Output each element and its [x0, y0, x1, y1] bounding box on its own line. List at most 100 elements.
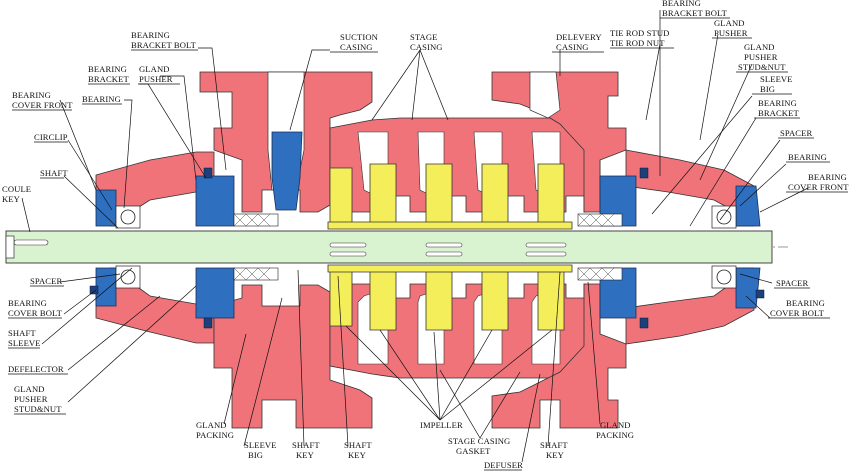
- svg-text:COVER BOLT: COVER BOLT: [770, 308, 825, 318]
- label-spacer-left: SPACER: [30, 276, 64, 287]
- svg-text:BIG: BIG: [760, 84, 775, 94]
- shaft-keyways: [13, 239, 567, 257]
- svg-text:TIE ROD NUT: TIE ROD NUT: [610, 38, 665, 48]
- label-shaft: SHAFT: [40, 168, 68, 179]
- svg-text:BEARING: BEARING: [12, 90, 51, 100]
- svg-text:TIE ROD STUD: TIE ROD STUD: [610, 28, 669, 38]
- label-bearing-bracket-bolt-left: BEARING BRACKET BOLT: [131, 30, 198, 51]
- shaft: [5, 230, 773, 264]
- svg-text:GASKET: GASKET: [456, 446, 491, 456]
- impellers: [327, 163, 573, 331]
- svg-text:SPACER: SPACER: [30, 276, 62, 286]
- svg-text:SHAFT: SHAFT: [8, 328, 36, 338]
- svg-text:BEARING: BEARING: [88, 64, 127, 74]
- gland-packings: [233, 213, 623, 281]
- label-defelector: DEFELECTOR: [8, 364, 68, 375]
- label-gland-packing-left: GLAND PACKING: [196, 420, 234, 440]
- svg-text:CIRCLIP: CIRCLIP: [34, 132, 68, 142]
- svg-text:GLAND: GLAND: [714, 18, 745, 28]
- label-bearing-left: BEARING: [82, 94, 122, 105]
- svg-text:GLAND: GLAND: [139, 64, 170, 74]
- label-stage-casing-gasket: STAGE CASING GASKET: [448, 436, 510, 456]
- label-coule-key: COULE KEY: [2, 184, 31, 204]
- svg-text:PACKING: PACKING: [596, 430, 634, 440]
- svg-text:GLAND: GLAND: [600, 420, 631, 430]
- svg-text:CASING: CASING: [410, 42, 443, 52]
- label-gland-pusher-left: GLAND PUSHER: [139, 64, 180, 85]
- svg-text:BEARING: BEARING: [788, 152, 827, 162]
- shaft-end: [5, 235, 15, 259]
- svg-text:COULE: COULE: [2, 184, 31, 194]
- label-impeller: IMPELLER: [420, 420, 463, 430]
- svg-text:COVER FRONT: COVER FRONT: [788, 182, 849, 192]
- label-bearing-cover-bolt-right: BEARING COVER BOLT: [768, 298, 830, 319]
- label-bearing-bracket-bolt-right: BEARING BRACKET BOLT: [660, 0, 730, 19]
- svg-text:KEY: KEY: [296, 450, 314, 460]
- svg-text:PUSHER: PUSHER: [14, 394, 48, 404]
- svg-text:BEARING: BEARING: [8, 298, 47, 308]
- svg-text:SUCTION: SUCTION: [340, 32, 379, 42]
- label-gland-pusher-stud-right: GLAND PUSHER STUD&NUT: [736, 42, 788, 73]
- svg-text:SLEEVE: SLEEVE: [8, 338, 41, 348]
- svg-text:PUSHER: PUSHER: [714, 28, 748, 38]
- bearing-and-gland-parts: [95, 175, 761, 319]
- label-gland-pusher-right: GLAND PUSHER: [712, 18, 752, 39]
- svg-text:PACKING: PACKING: [196, 430, 234, 440]
- label-bearing-cover-front-left: BEARING COVER FRONT: [12, 90, 73, 111]
- svg-text:IMPELLER: IMPELLER: [420, 420, 463, 430]
- svg-text:GLAND: GLAND: [14, 384, 45, 394]
- svg-text:KEY: KEY: [546, 450, 564, 460]
- svg-text:DEFELECTOR: DEFELECTOR: [8, 364, 64, 374]
- svg-text:BRACKET: BRACKET: [758, 108, 799, 118]
- svg-text:SHAFT: SHAFT: [540, 440, 568, 450]
- delivery-outlet-void: [529, 71, 561, 119]
- svg-text:SHAFT: SHAFT: [40, 168, 68, 178]
- svg-text:STAGE: STAGE: [410, 32, 438, 42]
- svg-text:SLEEVE: SLEEVE: [244, 440, 277, 450]
- label-circlip: CIRCLIP: [34, 132, 68, 143]
- svg-text:GLAND: GLAND: [196, 420, 227, 430]
- svg-text:SHAFT: SHAFT: [292, 440, 320, 450]
- label-bearing-cover-bolt-left: BEARING COVER BOLT: [8, 298, 63, 319]
- svg-text:BEARING: BEARING: [758, 98, 797, 108]
- label-shaft-key-2: SHAFT KEY: [344, 440, 372, 460]
- suction-passage-blue: [271, 131, 303, 211]
- svg-text:BRACKET BOLT: BRACKET BOLT: [131, 40, 197, 50]
- svg-text:PUSHER: PUSHER: [744, 52, 778, 62]
- label-sleeve-big-right: SLEEVE BIG: [752, 74, 793, 95]
- label-defuser: DEFUSER: [484, 460, 523, 471]
- svg-text:BEARING: BEARING: [808, 172, 847, 182]
- svg-text:BEARING: BEARING: [662, 0, 701, 8]
- svg-text:COVER BOLT: COVER BOLT: [8, 308, 63, 318]
- svg-text:CASING: CASING: [556, 42, 589, 52]
- svg-text:SHAFT: SHAFT: [344, 440, 372, 450]
- svg-text:SPACER: SPACER: [780, 128, 812, 138]
- svg-text:STUD&NUT: STUD&NUT: [14, 404, 62, 414]
- svg-text:PUSHER: PUSHER: [139, 74, 173, 84]
- svg-text:BEARING: BEARING: [131, 30, 170, 40]
- label-gland-packing-right: GLAND PACKING: [596, 420, 634, 440]
- svg-text:COVER FRONT: COVER FRONT: [12, 100, 73, 110]
- svg-text:STUD&NUT: STUD&NUT: [738, 62, 786, 72]
- svg-text:KEY: KEY: [2, 194, 20, 204]
- svg-text:GLAND: GLAND: [744, 42, 775, 52]
- label-spacer-right-top: SPACER: [778, 128, 814, 139]
- suction-casing-lower: [213, 284, 373, 429]
- label-bearing-bracket-right: BEARING BRACKET: [754, 98, 800, 119]
- svg-text:SLEEVE: SLEEVE: [760, 74, 793, 84]
- svg-text:SPACER: SPACER: [776, 278, 808, 288]
- label-shaft-key-1: SHAFT KEY: [292, 440, 320, 460]
- label-shaft-key-3: SHAFT KEY: [540, 440, 568, 460]
- svg-text:CASING: CASING: [340, 42, 373, 52]
- svg-text:STAGE CASING: STAGE CASING: [448, 436, 510, 446]
- svg-text:DELEVERY: DELEVERY: [556, 32, 602, 42]
- label-bearing-cover-front-right: BEARING COVER FRONT: [786, 172, 849, 193]
- label-stage-casing: STAGE CASING: [410, 32, 443, 52]
- label-delevery-casing: DELEVERY CASING: [552, 32, 604, 53]
- label-suction-casing: SUCTION CASING: [330, 32, 379, 53]
- pump-body: [5, 71, 773, 429]
- label-sleeve-big-left: SLEEVE BIG: [244, 440, 277, 460]
- bolts: [89, 167, 765, 329]
